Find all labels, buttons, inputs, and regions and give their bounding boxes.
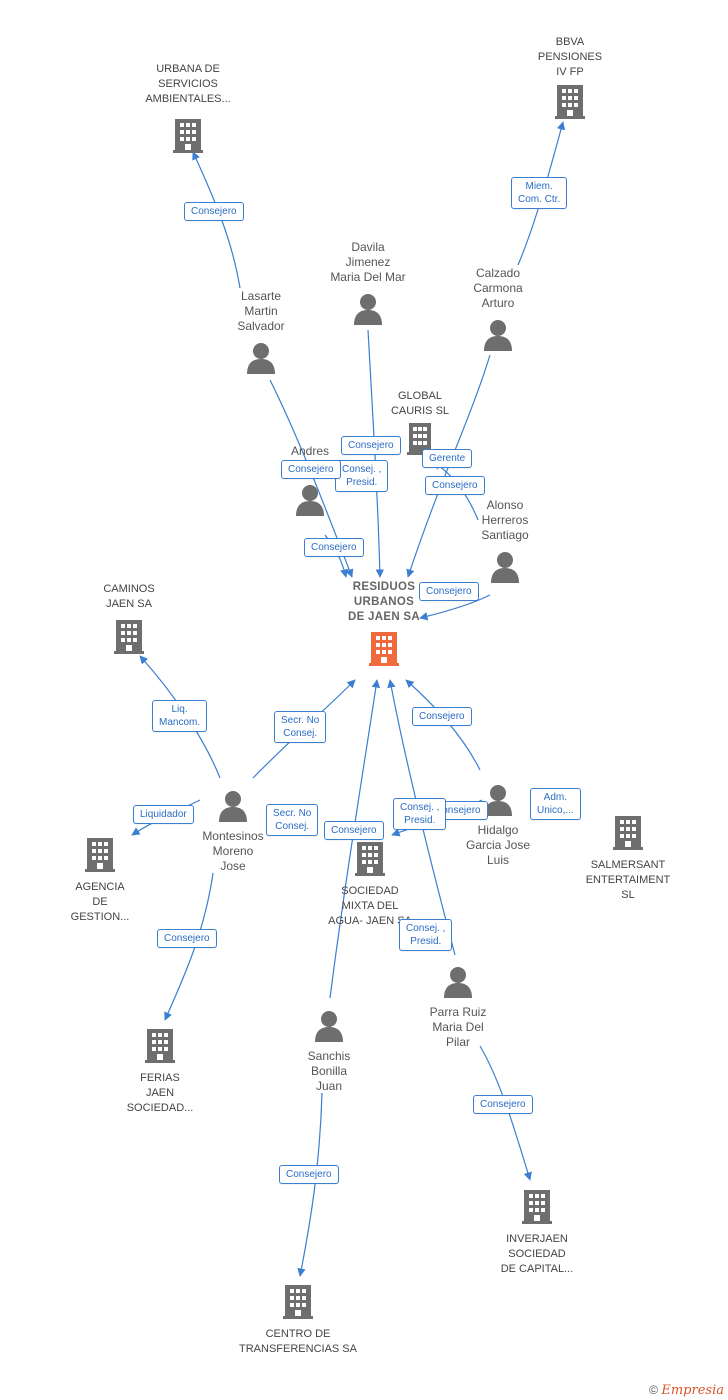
edge-line <box>419 594 491 621</box>
node-label: Davila Jimenez Maria Del Mar <box>330 240 406 284</box>
node-label: CENTRO DE TRANSFERENCIAS SA <box>239 1328 357 1355</box>
building-icon <box>355 842 385 876</box>
edge-label-andres[interactable]: Consejero <box>304 538 364 557</box>
person-icon <box>354 294 382 325</box>
node-label: Hidalgo Garcia Jose Luis <box>465 823 531 867</box>
building-icon <box>85 838 115 872</box>
edge-label-sanchis[interactable]: Consejero <box>324 821 384 840</box>
edge-label-davila[interactable]: Consejero <box>341 436 401 455</box>
person-node-sanchis[interactable]: Sanchis Bonilla Juan <box>284 1010 374 1094</box>
person-node-lasarte[interactable]: Lasarte Martin Salvador <box>211 289 311 378</box>
footer-brand[interactable]: © Empresia <box>649 1383 724 1398</box>
edge-line <box>367 329 385 578</box>
company-node-salmersant[interactable]: SALMERSANT ENTERTAIMENT SL <box>576 816 680 903</box>
brand-logo: Empresia <box>661 1383 724 1398</box>
person-icon <box>296 485 324 516</box>
edge-label-urbana-lasarte[interactable]: Consejero <box>184 202 244 221</box>
edge-label-hidalgo[interactable]: Consejero <box>412 707 472 726</box>
node-label: Calzado Carmona Arturo <box>473 266 523 310</box>
company-node-sociedad[interactable]: SOCIEDAD MIXTA DEL AGUA- JAEN SA <box>315 842 425 929</box>
node-label: Lasarte Martin Salvador <box>237 289 285 333</box>
node-label: URBANA DE SERVICIOS AMBIENTALES... <box>145 63 231 105</box>
edge-label-lasarte[interactable]: Consejero <box>281 460 341 479</box>
node-label: BBVA PENSIONES IV FP <box>537 36 603 78</box>
company-node-urbana[interactable]: URBANA DE SERVICIOS AMBIENTALES... <box>128 62 248 157</box>
building-icon <box>522 1190 552 1224</box>
person-icon <box>491 552 519 583</box>
person-node-montesinos[interactable]: Montesinos Moreno Jose <box>188 790 278 874</box>
edge-label-agencia[interactable]: Liquidador <box>133 805 194 824</box>
edge-label-bbva-calzado[interactable]: Miem. Com. Ctr. <box>511 177 568 209</box>
company-node-ferias[interactable]: FERIAS JAEN SOCIEDAD... <box>114 1029 206 1116</box>
person-node-parra[interactable]: Parra Ruiz Maria Del Pilar <box>412 966 504 1050</box>
copyright-symbol: © <box>649 1383 659 1397</box>
node-label: Alonso Herreros Santiago <box>481 498 529 542</box>
company-node-agencia[interactable]: AGENCIA DE GESTION... <box>60 838 140 925</box>
company-node-inverjaen[interactable]: INVERJAEN SOCIEDAD DE CAPITAL... <box>487 1190 587 1277</box>
building-icon <box>613 816 643 850</box>
building-icon <box>145 1029 175 1063</box>
building-icon-main <box>369 632 399 666</box>
node-label: GLOBAL CAURIS SL <box>390 390 450 417</box>
person-node-hidalgo[interactable]: Hidalgo Garcia Jose Luis <box>452 784 544 868</box>
edge-label-inverjaen[interactable]: Consejero <box>473 1095 533 1114</box>
building-icon <box>114 620 144 654</box>
edge-label-alonso[interactable]: Consejero <box>419 582 479 601</box>
company-node-main[interactable]: RESIDUOS URBANOS DE JAEN SA <box>330 580 438 670</box>
building-icon <box>173 119 203 153</box>
node-label: RESIDUOS URBANOS DE JAEN SA <box>347 581 421 623</box>
edge-label-centro[interactable]: Consejero <box>279 1165 339 1184</box>
edge-label-ferias[interactable]: Consejero <box>157 929 217 948</box>
person-icon <box>484 320 512 351</box>
node-label: FERIAS JAEN SOCIEDAD... <box>126 1072 194 1114</box>
node-label: AGENCIA DE GESTION... <box>70 881 130 923</box>
building-icon <box>555 85 585 119</box>
node-label: SALMERSANT ENTERTAIMENT SL <box>585 859 671 901</box>
company-node-centro[interactable]: CENTRO DE TRANSFERENCIAS SA <box>228 1285 368 1357</box>
node-label: Sanchis Bonilla Juan <box>307 1049 351 1093</box>
edge-label-sociedad-secr[interactable]: Secr. No Consej. <box>266 804 319 836</box>
building-icon <box>283 1285 313 1319</box>
person-icon <box>219 791 247 822</box>
person-icon <box>484 785 512 816</box>
edge-label-hidalgo-presid[interactable]: Consej. , Presid. <box>393 798 447 830</box>
company-node-caminos[interactable]: CAMINOS JAEN SA <box>84 582 174 658</box>
company-node-global[interactable]: GLOBAL CAURIS SL <box>372 389 468 459</box>
edge-label-gerente[interactable]: Gerente <box>422 449 473 468</box>
company-node-bbva[interactable]: BBVA PENSIONES IV FP <box>520 35 620 123</box>
edge-label-salmersant[interactable]: Adm. Unico,... <box>530 788 581 820</box>
person-node-alonso[interactable]: Alonso Herreros Santiago <box>458 498 552 587</box>
edge-line <box>164 872 214 1021</box>
node-label: CAMINOS JAEN SA <box>103 583 155 610</box>
edge-label-montesinos-secr[interactable]: Secr. No Consej. <box>274 711 327 743</box>
person-node-davila[interactable]: Davila Jimenez Maria Del Mar <box>308 240 428 329</box>
edge-label-calzado[interactable]: Consejero <box>425 476 485 495</box>
edge-label-caminos[interactable]: Liq. Mancom. <box>152 700 208 732</box>
person-icon <box>444 967 472 998</box>
person-icon <box>247 343 275 374</box>
person-icon <box>315 1011 343 1042</box>
node-label: INVERJAEN SOCIEDAD DE CAPITAL... <box>500 1233 574 1275</box>
edge-label-davila-presid[interactable]: Consej. , Presid. <box>335 460 389 492</box>
edge-line <box>297 1092 323 1277</box>
edge-label-parra[interactable]: Consej. , Presid. <box>399 919 453 951</box>
node-label: Montesinos Moreno Jose <box>202 829 264 873</box>
node-label: Parra Ruiz Maria Del Pilar <box>429 1005 487 1049</box>
building-icon <box>407 423 433 455</box>
person-node-calzado[interactable]: Calzado Carmona Arturo <box>448 266 548 355</box>
